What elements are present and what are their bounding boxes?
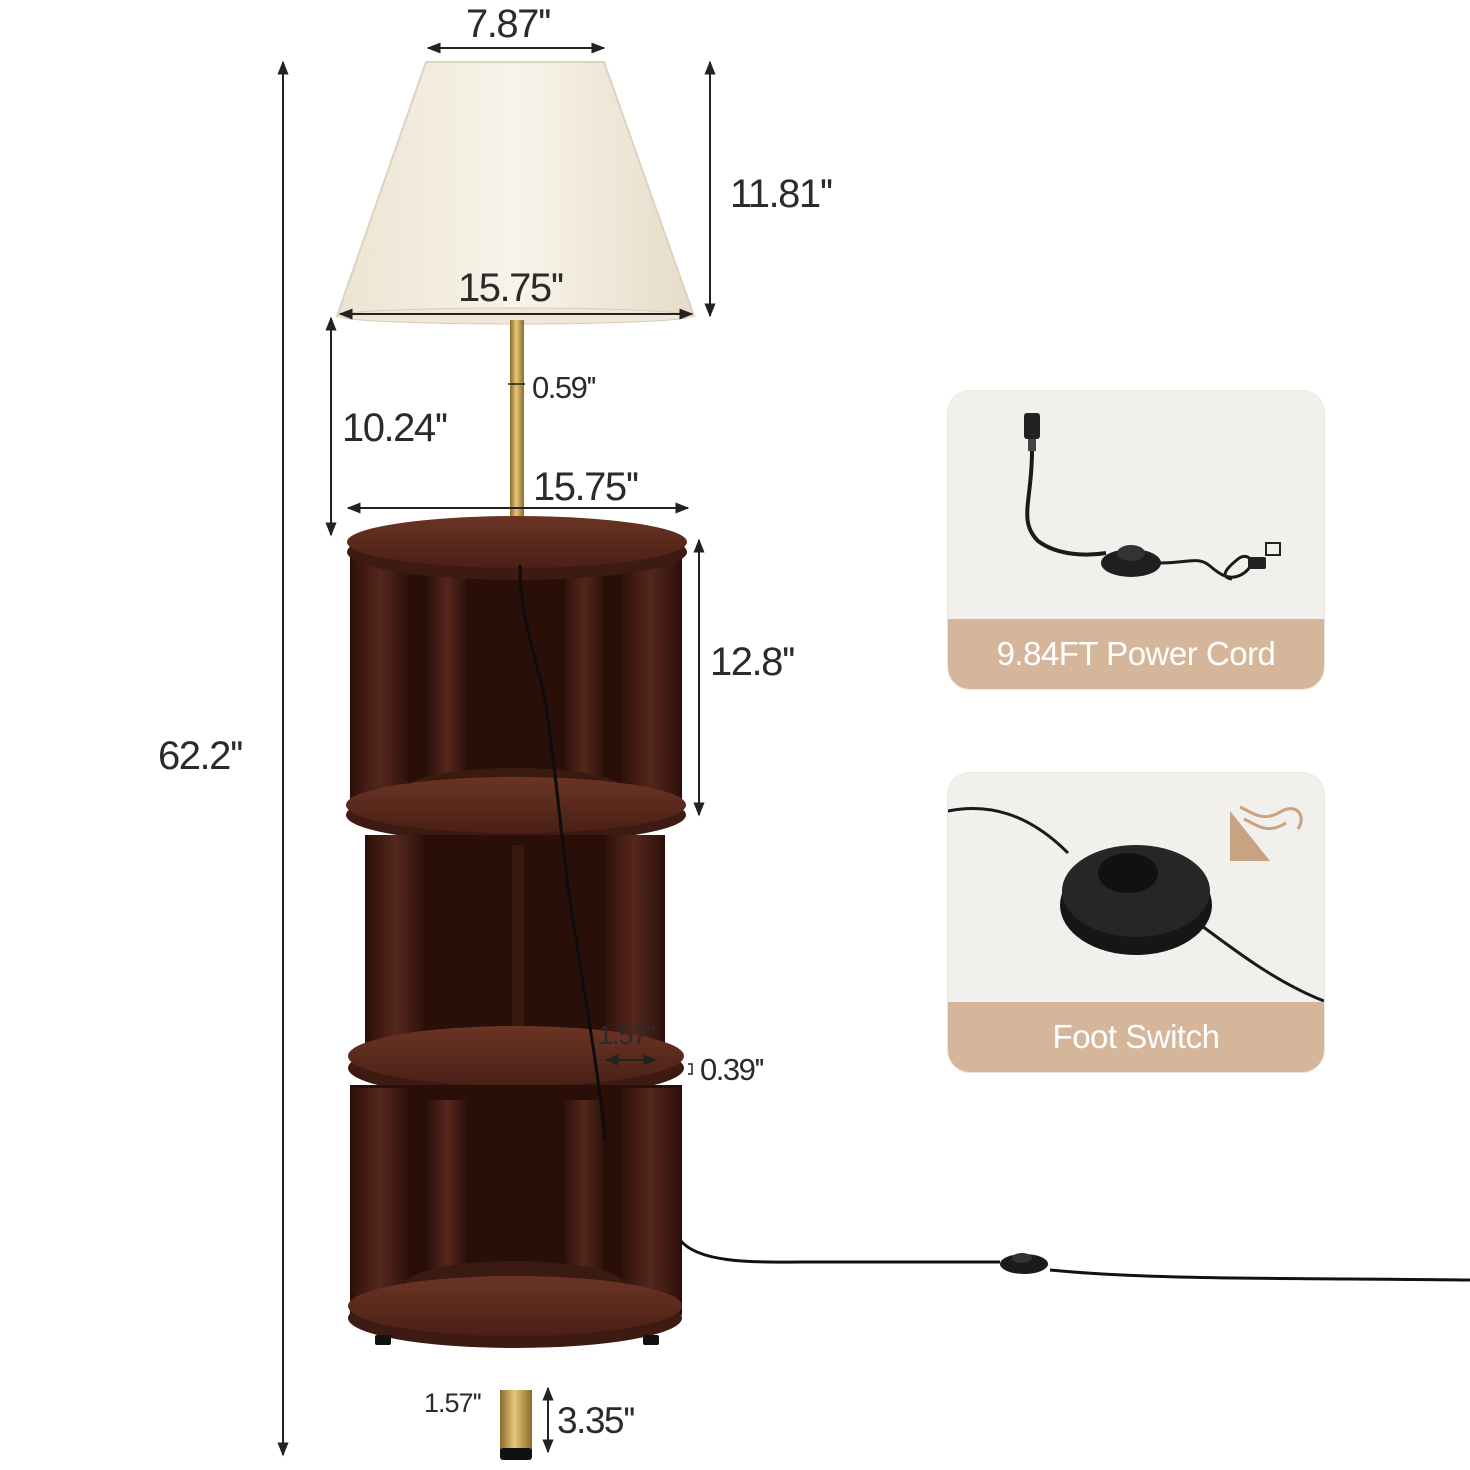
- power-cord-card: 9.84FT Power Cord: [948, 391, 1324, 689]
- dimension-lines: [277, 42, 716, 1457]
- foot-right: [643, 1335, 659, 1345]
- leg-cap: [500, 1448, 532, 1460]
- power-cord-label: 9.84FT Power Cord: [948, 619, 1324, 689]
- foot-switch-label: Foot Switch: [948, 1002, 1324, 1072]
- foot-switch-card: Foot Switch: [948, 773, 1324, 1072]
- floor-cord: [678, 1239, 1470, 1282]
- floor-foot-switch-icon: [1000, 1254, 1048, 1274]
- shade-to-top-label: 10.24'': [342, 406, 448, 450]
- internal-cord: [518, 564, 607, 1141]
- foot-switch-icon: [948, 805, 1324, 1002]
- tier-height-label: 12.8'': [710, 640, 796, 684]
- leg-height-label: 3.35'': [557, 1400, 636, 1441]
- divider-width-label: 1.57'': [598, 1020, 656, 1050]
- pole-diameter-label: 0.59'': [532, 370, 597, 405]
- shade-height-label: 11.81'': [730, 172, 833, 216]
- shelf-tower: [346, 516, 687, 1348]
- shade-bottom-width-label: 15.75'': [458, 266, 564, 310]
- shelf-thickness-label: 0.39'': [700, 1052, 765, 1087]
- power-cord-icon: [1024, 413, 1281, 581]
- leg-diameter-label: 1.57'': [424, 1388, 482, 1418]
- foot-left: [375, 1335, 391, 1345]
- wave-logo-icon: [1230, 805, 1303, 861]
- brass-leg: [500, 1390, 532, 1458]
- brass-pole: [510, 320, 524, 532]
- shade-top-width-label: 7.87'': [466, 2, 552, 46]
- top-diameter-label: 15.75'': [533, 465, 639, 509]
- overall-height-label: 62.2'': [158, 734, 244, 778]
